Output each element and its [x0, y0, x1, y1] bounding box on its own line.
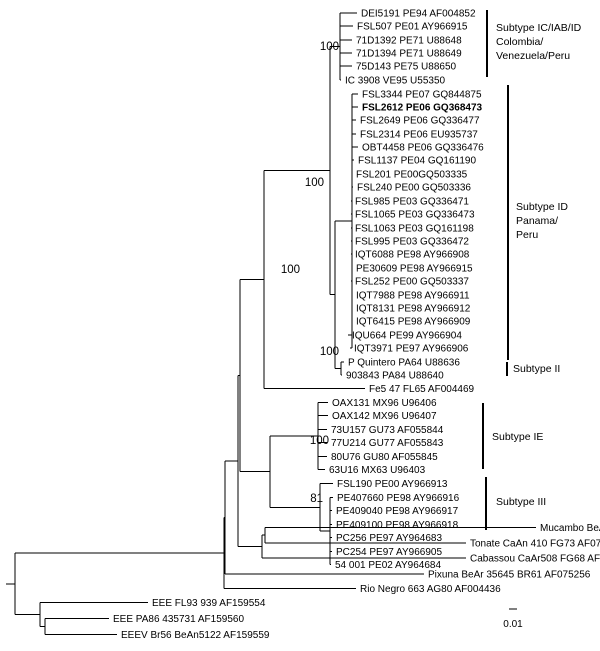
- taxon-label: PE30609 PE98 AY966915: [356, 263, 473, 274]
- group-label-ie: Subtype IE: [492, 431, 543, 443]
- taxon-label: OBT4458 PE06 GQ336476: [362, 142, 484, 153]
- taxon-label: FSL252 PE00 GQ503337: [355, 276, 469, 287]
- taxon-label: PE409100 PE98 AY966918: [336, 520, 459, 531]
- taxon-label: FSL201 PE00GQ503335: [356, 169, 468, 180]
- taxon-label: FSL2649 PE06 GQ336477: [360, 115, 480, 126]
- taxon-label: Tonate CaAn 410 FG73 AF075254: [470, 539, 600, 550]
- taxon-label: EEEV Br56 BeAn5122 AF159559: [121, 630, 270, 641]
- taxon-label: PE407660 PE98 AY966916: [337, 493, 460, 504]
- taxon-label: Cabassou CaAr508 FG68 AF075259: [470, 554, 600, 565]
- taxon-label: OAX131 MX96 U96406: [332, 398, 437, 409]
- taxon-label: 80U76 GU80 AF055845: [331, 452, 438, 463]
- scale-label: 0.01: [503, 619, 523, 630]
- taxon-label: 903843 PA84 U88640: [346, 370, 444, 381]
- taxon-label: IQT6415 PE98 AY966909: [356, 316, 471, 327]
- taxon-label: IQT3971 PE97 AY966906: [354, 343, 469, 354]
- taxon-label: FSL1063 PE03 GQ161198: [355, 223, 474, 234]
- bootstrap-subtype-iii: 81: [310, 493, 323, 505]
- taxon-label: 71D1392 PE71 U88648: [356, 35, 462, 46]
- taxon-label: IQT7988 PE98 AY966911: [356, 290, 470, 301]
- taxon-label: FSL2314 PE06 EU935737: [360, 129, 478, 140]
- taxon-label: EEE FL93 939 AF159554: [152, 598, 266, 609]
- bootstrap-id-clade: 100: [305, 177, 324, 189]
- taxon-label: FSL190 PE00 AY966913: [337, 479, 448, 490]
- bootstrap-ic-clade: 100: [320, 41, 339, 53]
- group-label-ii: Subtype II: [513, 363, 560, 375]
- tree-branches: [6, 12, 536, 635]
- taxon-label: Pixuna BeAr 35645 BR61 AF075256: [428, 569, 591, 580]
- taxon-label: IQT6088 PE98 AY966908: [355, 249, 470, 260]
- taxon-label: FSL3344 PE07 GQ844875: [362, 89, 482, 100]
- taxon-label: 77U214 GU77 AF055843: [331, 438, 444, 449]
- taxon-label: Fe5 47 FL65 AF004469: [369, 384, 475, 395]
- taxon-label: 71D1394 PE71 U88649: [356, 49, 462, 60]
- taxon-label: DEI5191 PE94 AF004852: [361, 9, 476, 20]
- taxon-label: 63U16 MX63 U96403: [329, 465, 426, 476]
- taxon-label: 54 001 PE02 AY964684: [335, 560, 441, 571]
- taxon-label: FSL507 PE01 AY966915: [357, 22, 468, 33]
- taxon-label: OAX142 MX96 U96407: [332, 411, 437, 422]
- group-label-iii: Subtype III: [496, 496, 546, 508]
- taxon-label: FSL240 PE00 GQ503336: [357, 182, 471, 193]
- taxon-label: EEE PA86 435731 AF159560: [113, 614, 244, 625]
- bootstrap-subtype-ie: 100: [310, 435, 329, 447]
- bootstrap-subtype-i: 100: [281, 264, 300, 276]
- taxon-label: 75D143 PE75 U88650: [356, 62, 457, 73]
- taxon-label: IQU664 PE99 AY966904: [352, 330, 462, 341]
- bootstrap-panama-clade: 100: [320, 346, 339, 358]
- taxon-label: FSL1137 PE04 GQ161190: [358, 155, 476, 166]
- taxon-label: 73U157 GU73 AF055844: [331, 425, 444, 436]
- taxon-label: FSL1065 PE03 GQ336473: [355, 209, 475, 220]
- taxon-label: PC254 PE97 AY966905: [336, 547, 442, 558]
- taxon-label: FSL2612 PE06 GQ368473: [362, 102, 483, 113]
- taxon-label: Rio Negro 663 AG80 AF004436: [360, 584, 501, 595]
- taxon-label: FSL995 PE03 GQ336472: [355, 236, 469, 247]
- taxon-label: PC256 PE97 AY964683: [336, 533, 442, 544]
- taxon-label: P Quintero PA64 U88636: [348, 357, 460, 368]
- taxon-label: IC 3908 VE95 U55350: [345, 75, 446, 86]
- taxon-label: Mucambo BeAn8 BR54 AF075253: [540, 523, 600, 534]
- taxon-label: PE409040 PE98 AY966917: [336, 506, 459, 517]
- taxon-label: FSL985 PE03 GQ336471: [355, 196, 469, 207]
- taxon-label: IQT8131 PE98 AY966912: [356, 303, 471, 314]
